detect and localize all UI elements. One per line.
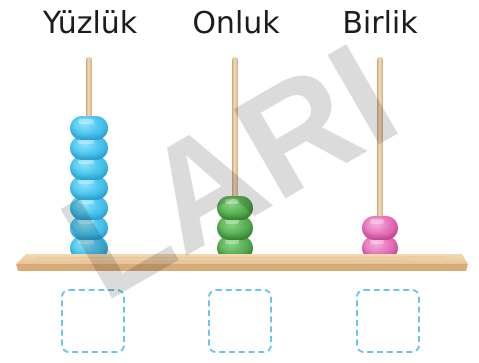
rod-tens	[232, 57, 238, 262]
bead	[70, 156, 108, 180]
bead	[362, 216, 398, 240]
bead	[217, 216, 253, 240]
column-label-tens: Onluk	[192, 6, 280, 41]
bead	[70, 116, 108, 140]
column-label-ones: Birlik	[342, 6, 418, 41]
bead	[70, 216, 108, 240]
bead	[70, 136, 108, 160]
bead	[70, 176, 108, 200]
answer-box-ones[interactable]	[356, 289, 420, 353]
rod-ones	[377, 57, 383, 262]
abacus-base	[16, 254, 468, 271]
column-label-hundreds: Yüzlük	[42, 6, 138, 41]
bead	[70, 196, 108, 220]
bead	[217, 196, 253, 220]
answer-box-hundreds[interactable]	[61, 289, 125, 353]
answer-box-tens[interactable]	[208, 289, 272, 353]
